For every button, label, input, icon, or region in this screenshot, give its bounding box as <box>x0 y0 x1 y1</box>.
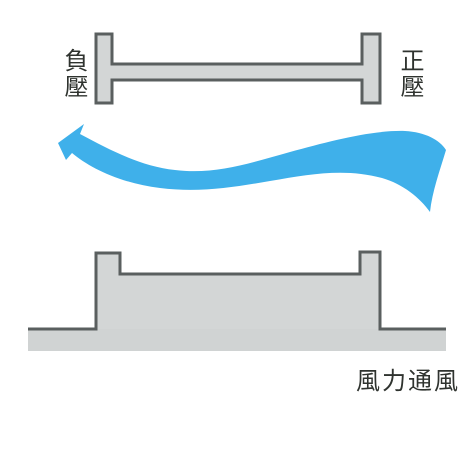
negative-pressure-label: 負壓 <box>60 48 88 100</box>
building-outline <box>28 250 446 331</box>
h-beam-structure <box>94 32 382 105</box>
diagram-caption: 風力通風 <box>356 367 460 395</box>
wind-arrow-body <box>58 124 446 212</box>
wind-arrow <box>58 124 446 212</box>
positive-pressure-label: 正壓 <box>396 48 424 100</box>
building-on-ground <box>28 250 446 351</box>
h-beam-shape <box>94 32 382 105</box>
ground-band <box>28 329 446 351</box>
building-shape <box>96 252 380 329</box>
